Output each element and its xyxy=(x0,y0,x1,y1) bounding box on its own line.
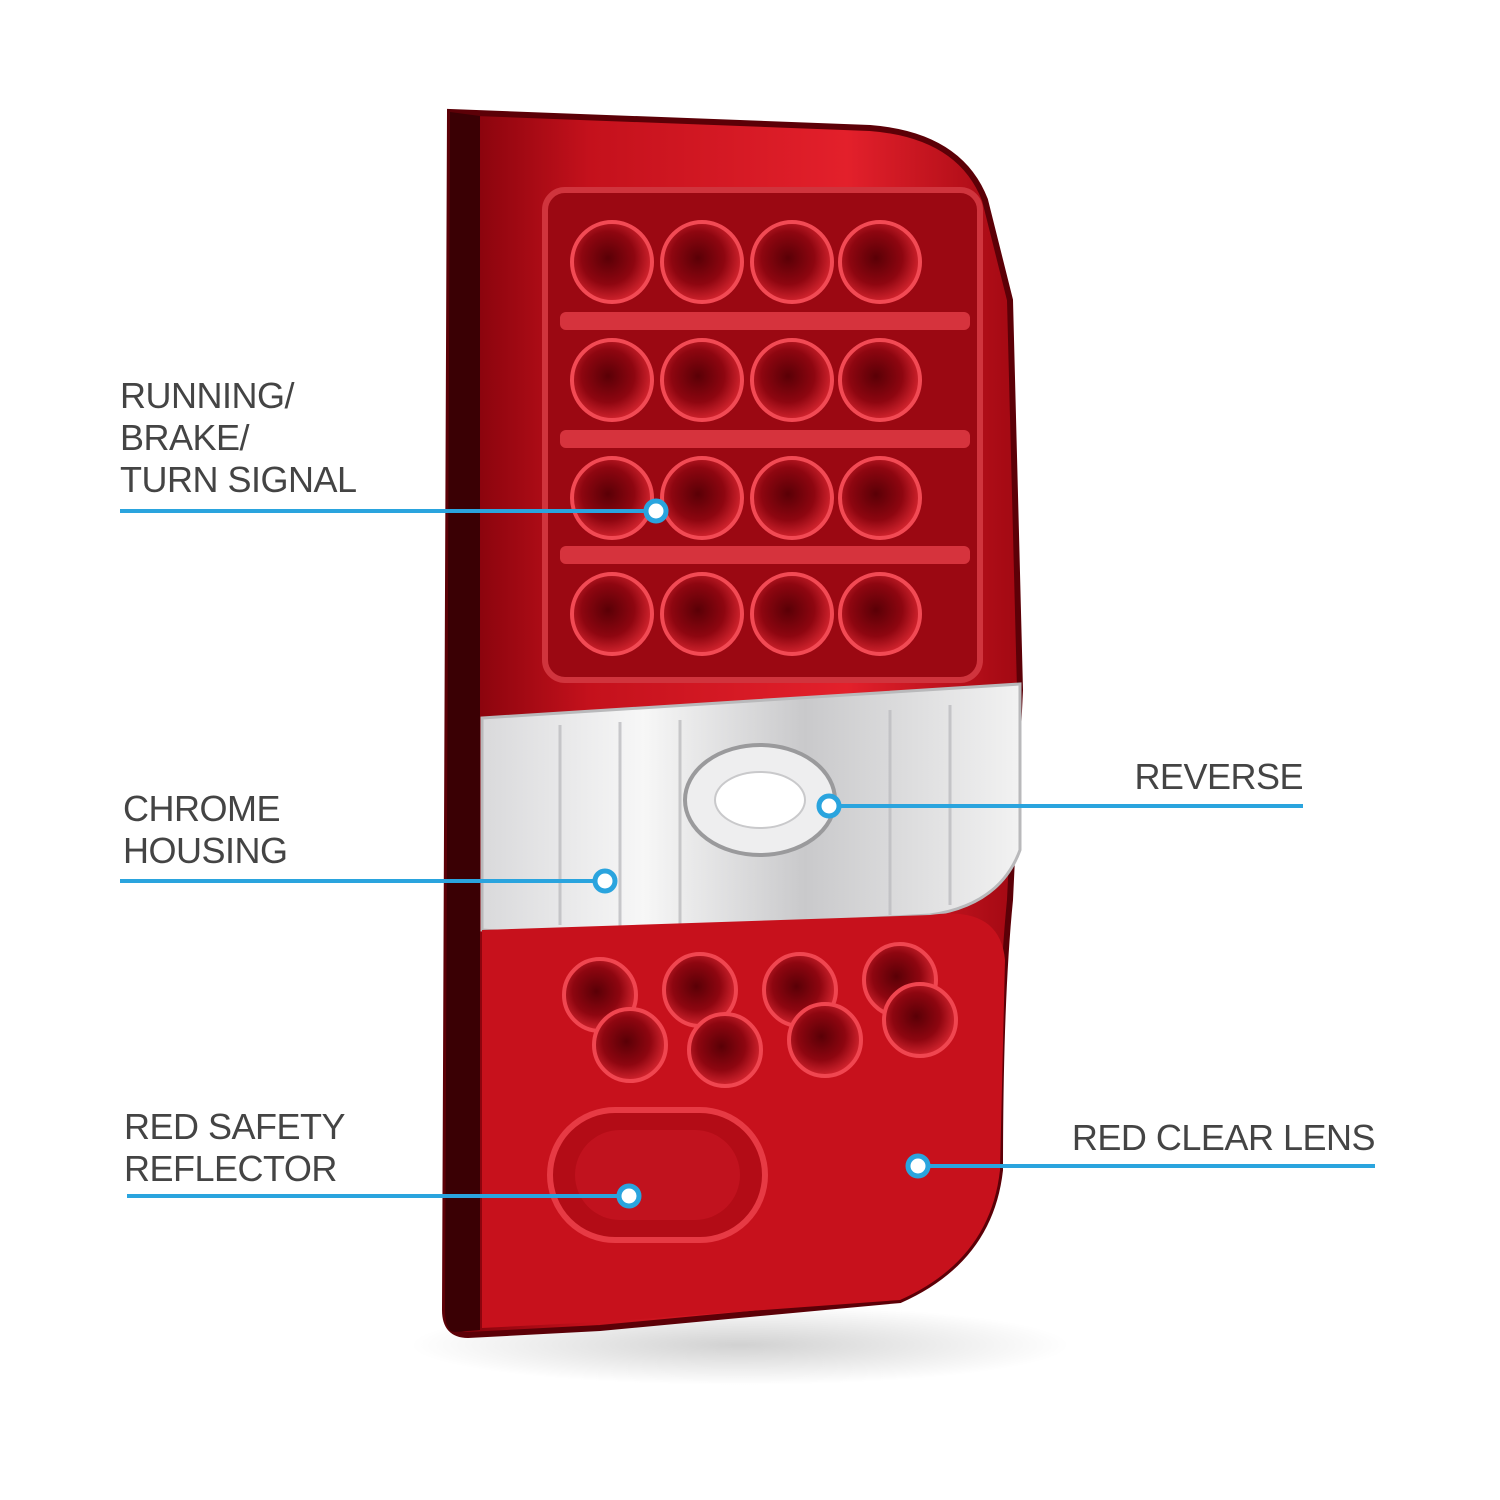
label-running-brake-turn: RUNNING/ BRAKE/ TURN SIGNAL xyxy=(120,375,357,501)
label-red-safety-reflector: RED SAFETY REFLECTOR xyxy=(124,1106,346,1190)
callout-dot-chrome xyxy=(592,868,618,894)
callout-dot-reverse xyxy=(816,793,842,819)
callout-dot-reflector xyxy=(616,1183,642,1209)
label-chrome-housing: CHROME HOUSING xyxy=(123,788,288,872)
label-red-clear-lens: RED CLEAR LENS xyxy=(1050,1117,1376,1159)
label-line: CHROME xyxy=(123,788,280,829)
callout-dot-clear-lens xyxy=(905,1153,931,1179)
label-line: RED SAFETY xyxy=(124,1106,346,1147)
housing-edge xyxy=(445,112,480,1332)
label-line: REVERSE xyxy=(1134,756,1303,797)
label-line: RUNNING/ xyxy=(120,375,294,416)
callout-dot-running xyxy=(643,498,669,524)
lower-leds xyxy=(562,942,958,1088)
label-reverse: REVERSE xyxy=(1100,756,1303,798)
label-line: BRAKE/ xyxy=(120,417,250,458)
label-line: TURN SIGNAL xyxy=(120,459,357,500)
label-line: RED CLEAR LENS xyxy=(1071,1117,1376,1158)
led-grid xyxy=(570,220,922,656)
label-line: HOUSING xyxy=(123,830,288,871)
label-line: REFLECTOR xyxy=(124,1148,337,1189)
